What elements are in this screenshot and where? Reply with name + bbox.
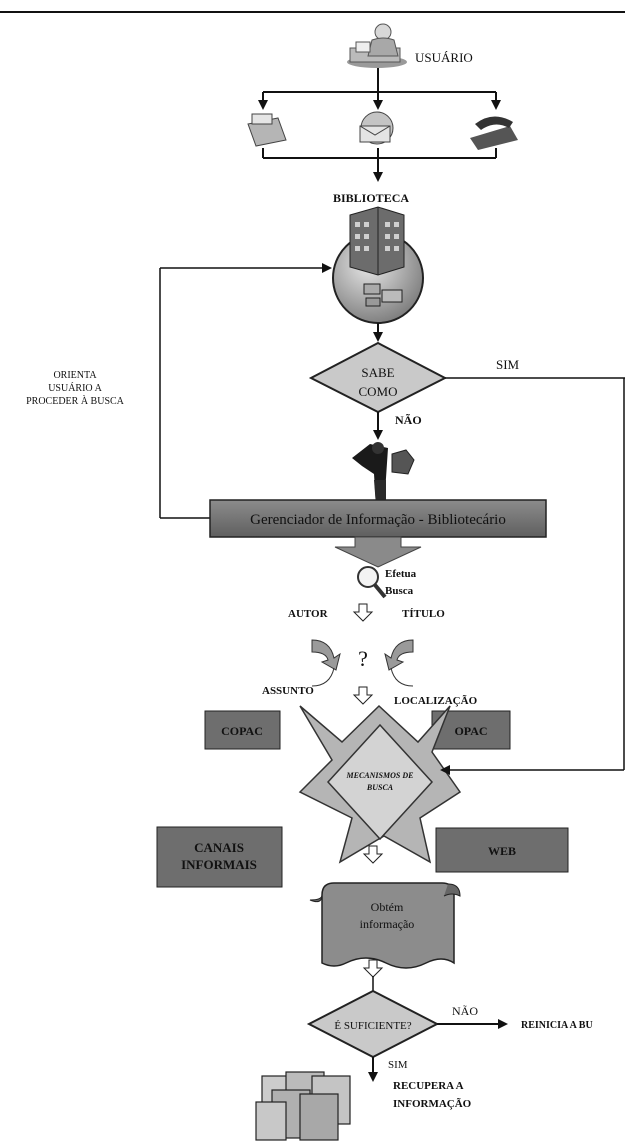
- web-label: WEB: [488, 844, 516, 858]
- library-building-icon: [332, 206, 424, 324]
- user-branch-lines: [258, 68, 501, 182]
- web-box: [435, 827, 569, 873]
- efetua-label: Efetua: [385, 568, 417, 580]
- sabe-label: SABE: [361, 365, 394, 380]
- orienta-line-1: ORIENTA: [53, 370, 97, 381]
- canais-label-1: CANAIS: [194, 840, 244, 855]
- reinicia-label: REINICIA A BU: [521, 1020, 593, 1031]
- recupera-label-2: INFORMAÇÃO: [393, 1098, 472, 1110]
- curved-arrow-titulo: [384, 639, 414, 671]
- como-label: COMO: [358, 384, 397, 399]
- gerenciador-box: [209, 499, 547, 538]
- usuario-label: USUÁRIO: [415, 50, 473, 65]
- small-down-arrow-3: [362, 845, 384, 864]
- assunto-label: ASSUNTO: [262, 685, 314, 697]
- orienta-line-2: USUÁRIO A: [48, 382, 102, 394]
- recupera-label-1: RECUPERA A: [393, 1080, 464, 1092]
- gerenciador-label: Gerenciador de Informação - Bibliotecári…: [250, 512, 506, 528]
- telephone-icon: [470, 116, 518, 150]
- small-down-arrow-4: [362, 959, 384, 978]
- orienta-line-3: PROCEDER À BUSCA: [26, 395, 125, 407]
- small-down-arrow-1: [352, 603, 374, 622]
- document-stack-icon: [255, 1071, 351, 1141]
- obtem-label-1: Obtém: [371, 900, 404, 914]
- curved-arrow-autor: [311, 639, 341, 671]
- user-at-desk-icon: [347, 23, 407, 68]
- biblioteca-label: BIBLIOTECA: [333, 191, 409, 205]
- librarian-figure-icon: [352, 442, 415, 508]
- obtem-label-2: informação: [360, 917, 415, 931]
- titulo-label: TÍTULO: [402, 608, 445, 620]
- feedback-loop-line: [159, 263, 332, 519]
- email-globe-icon: [359, 111, 394, 145]
- magnifier-icon: [357, 566, 387, 599]
- copac-box: [204, 710, 281, 750]
- question-mark: ?: [358, 646, 368, 671]
- sim-label: SIM: [496, 357, 520, 372]
- autor-label: AUTOR: [288, 608, 329, 620]
- mecanismos-label-1: MECANISMOS DE: [346, 771, 414, 780]
- sim2-label: SIM: [388, 1059, 408, 1071]
- canais-label-2: INFORMAIS: [181, 857, 257, 872]
- curved-arrow-assunto: [311, 667, 335, 687]
- big-down-arrow: [334, 536, 422, 568]
- opac-label: OPAC: [454, 724, 487, 738]
- suficiente-label: É SUFICIENTE?: [334, 1020, 411, 1032]
- mecanismos-label-2: BUSCA: [366, 783, 394, 792]
- curved-arrow-localizacao: [390, 667, 414, 687]
- fax-machine-icon: [247, 113, 287, 147]
- mecanismos-star: [298, 704, 462, 864]
- canais-informais-box: [156, 826, 283, 888]
- scroll-obtem-informacao: [309, 882, 461, 969]
- copac-label: COPAC: [221, 724, 263, 738]
- localizacao-label: LOCALIZAÇÃO: [394, 695, 478, 707]
- nao-label: NÃO: [395, 413, 422, 427]
- small-down-arrow-2: [352, 686, 374, 705]
- nao2-label: NÃO: [452, 1004, 478, 1018]
- busca-label: Busca: [385, 585, 414, 597]
